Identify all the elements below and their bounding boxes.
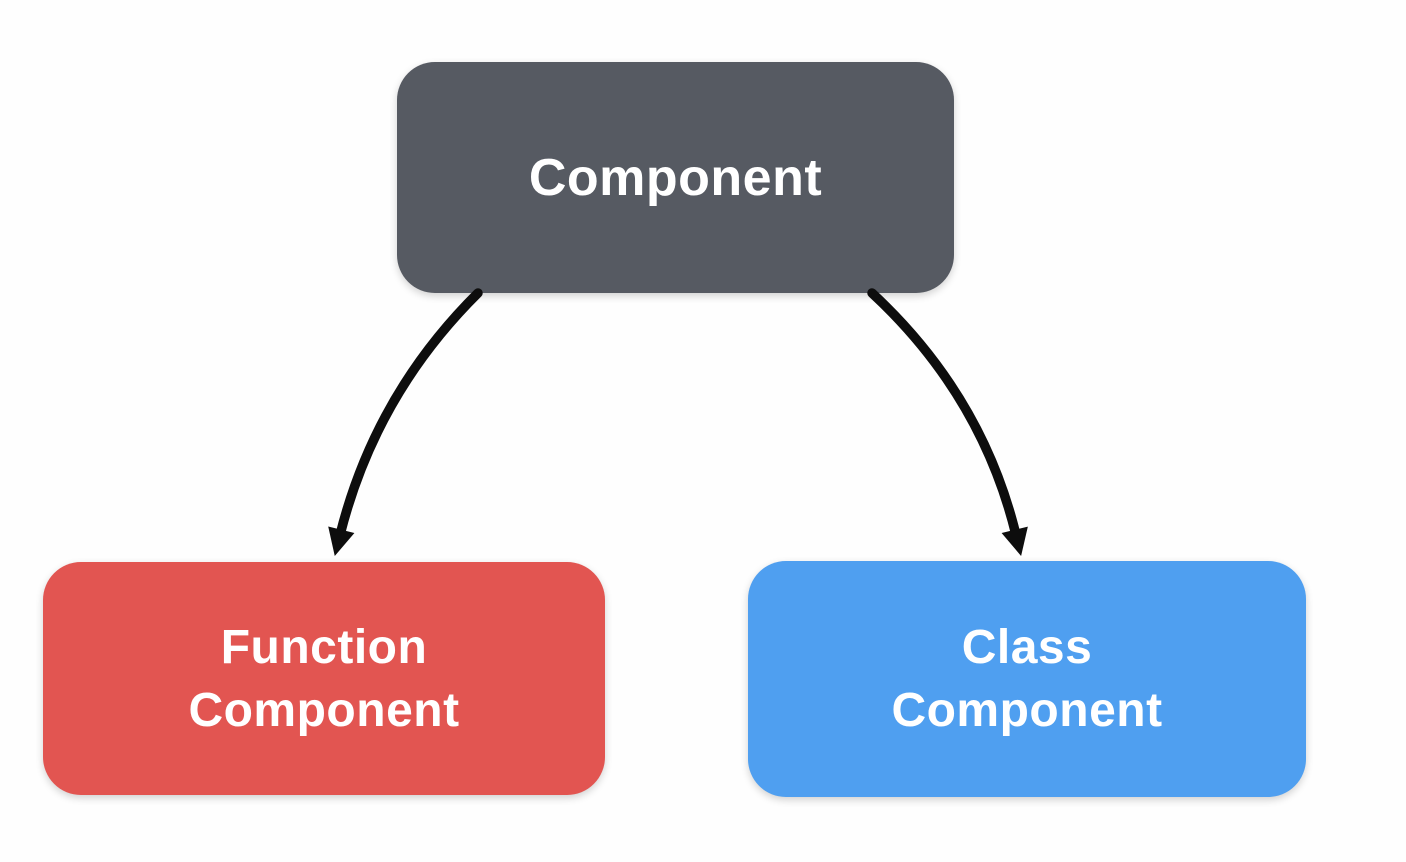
node-function-component-label-line2: Component — [188, 683, 460, 737]
edge-component-to-class-arrow — [867, 288, 1028, 556]
node-component-label: Component — [528, 148, 823, 207]
node-class-component: Class Component — [748, 561, 1306, 797]
node-function-component: Function Component — [43, 562, 605, 795]
node-class-component-label-line2: Component — [891, 684, 1163, 737]
edge-component-to-function-arrow — [328, 288, 483, 556]
node-component: Component — [397, 62, 954, 293]
node-class-component-label-line1: Class — [961, 621, 1093, 674]
node-function-component-label-line1: Function — [220, 620, 428, 674]
